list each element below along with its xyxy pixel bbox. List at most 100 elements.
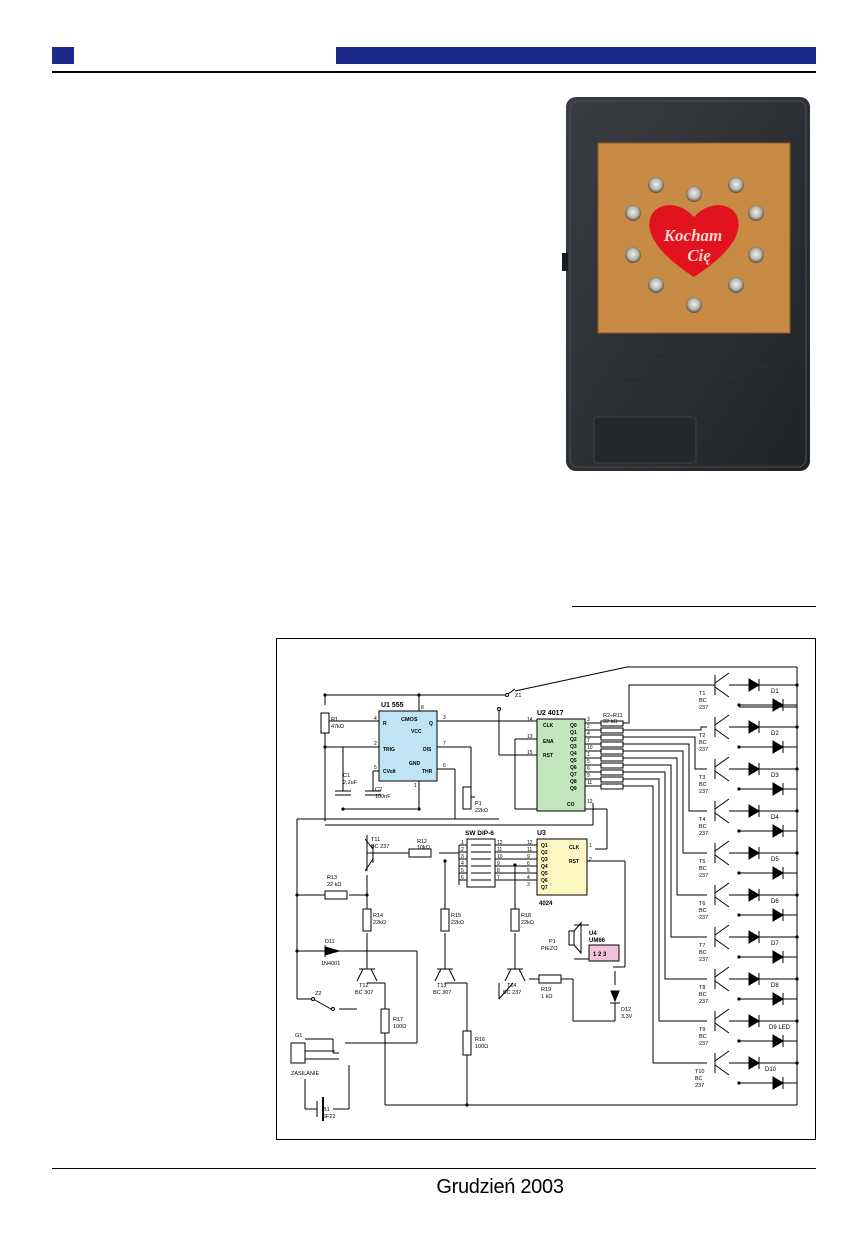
junction-dots — [295, 683, 799, 1107]
header-accent-bar — [336, 47, 816, 64]
svg-text:Q6: Q6 — [541, 878, 548, 884]
svg-text:T8: T8 — [699, 985, 705, 991]
svg-text:3,3V: 3,3V — [621, 1014, 633, 1020]
svg-text:DIS: DIS — [423, 747, 432, 753]
footer-rule — [52, 1168, 816, 1169]
svg-text:6: 6 — [461, 875, 464, 881]
footer-date: Grudzień 2003 — [436, 1176, 564, 1198]
svg-text:237: 237 — [699, 705, 708, 711]
svg-text:BC: BC — [699, 698, 707, 704]
svg-text:T2: T2 — [699, 733, 705, 739]
svg-text:BC: BC — [699, 1034, 707, 1040]
svg-text:5: 5 — [527, 868, 530, 874]
svg-text:11: 11 — [497, 847, 502, 853]
svg-text:BC 237: BC 237 — [503, 990, 521, 996]
svg-text:U3: U3 — [537, 830, 546, 837]
device-photo: Kocham Cię — [562, 97, 810, 471]
svg-text:12: 12 — [527, 840, 533, 846]
u3-chip: U3 4024 Q1 Q2 Q3 Q4 Q5 Q6 Q7 CLK RST — [536, 830, 588, 907]
svg-text:T11: T11 — [371, 837, 380, 843]
svg-text:22kΩ: 22kΩ — [521, 920, 534, 926]
svg-text:237: 237 — [699, 999, 708, 1005]
svg-text:T6: T6 — [699, 901, 705, 907]
svg-text:VCC: VCC — [411, 729, 422, 735]
svg-text:5: 5 — [587, 759, 590, 765]
svg-text:7: 7 — [587, 738, 590, 744]
svg-text:7: 7 — [443, 741, 446, 747]
svg-text:Q0: Q0 — [570, 723, 577, 729]
svg-text:RST: RST — [543, 753, 553, 759]
svg-text:13: 13 — [527, 734, 533, 740]
caption-rule — [572, 606, 816, 607]
svg-text:3: 3 — [461, 854, 464, 860]
led-ring — [625, 177, 764, 313]
svg-text:22 kΩ: 22 kΩ — [603, 719, 618, 725]
svg-text:D1: D1 — [771, 689, 779, 695]
svg-text:1: 1 — [461, 840, 464, 846]
svg-text:9: 9 — [587, 773, 590, 779]
svg-text:237: 237 — [699, 915, 708, 921]
svg-text:BC: BC — [695, 1076, 703, 1082]
svg-text:D3: D3 — [771, 773, 779, 779]
svg-text:R18: R18 — [521, 913, 531, 919]
svg-text:4: 4 — [587, 731, 590, 737]
svg-text:R17: R17 — [393, 1017, 403, 1023]
svg-text:47kΩ: 47kΩ — [331, 724, 344, 730]
svg-text:ZASILANIE: ZASILANIE — [291, 1071, 319, 1077]
svg-text:2,2uF: 2,2uF — [343, 780, 358, 786]
svg-text:100nF: 100nF — [375, 794, 391, 800]
svg-text:15: 15 — [527, 750, 533, 756]
svg-text:4: 4 — [374, 716, 377, 722]
svg-text:B1: B1 — [323, 1107, 330, 1113]
svg-text:4: 4 — [461, 861, 464, 867]
svg-text:BC: BC — [699, 782, 707, 788]
svg-text:BC: BC — [699, 992, 707, 998]
svg-text:10: 10 — [497, 854, 503, 860]
svg-text:ENA: ENA — [543, 739, 554, 745]
svg-text:T10: T10 — [695, 1069, 704, 1075]
heart-text-2: Cię — [687, 246, 711, 265]
svg-text:BC 307: BC 307 — [355, 990, 373, 996]
svg-text:Q4: Q4 — [541, 864, 548, 870]
dip-switch: SW DIP-6 — [459, 830, 537, 888]
svg-text:Q8: Q8 — [570, 779, 577, 785]
svg-text:T13: T13 — [437, 983, 446, 989]
svg-text:4024: 4024 — [539, 901, 553, 907]
svg-text:R13: R13 — [327, 875, 337, 881]
svg-text:100Ω: 100Ω — [475, 1044, 488, 1050]
svg-text:R: R — [383, 721, 387, 727]
svg-text:P1: P1 — [549, 939, 556, 945]
svg-text:C2: C2 — [375, 787, 382, 793]
svg-text:U4: U4 — [589, 931, 597, 937]
svg-text:P1: P1 — [475, 801, 482, 807]
svg-text:Q5: Q5 — [570, 758, 577, 764]
svg-text:2: 2 — [461, 847, 464, 853]
svg-text:237: 237 — [699, 747, 708, 753]
device-side-switch — [562, 253, 568, 271]
svg-text:CLK: CLK — [569, 845, 580, 851]
svg-text:U2 4017: U2 4017 — [537, 710, 564, 717]
svg-text:Z1: Z1 — [515, 693, 521, 699]
svg-text:Q2: Q2 — [541, 850, 548, 856]
header-accent-box — [52, 47, 74, 64]
svg-text:R12: R12 — [417, 839, 427, 845]
svg-text:RST: RST — [569, 859, 579, 865]
svg-text:BC: BC — [699, 950, 707, 956]
led-column — [729, 678, 797, 1090]
svg-text:1N4001: 1N4001 — [321, 961, 340, 967]
svg-text:T5: T5 — [699, 859, 705, 865]
svg-text:BC: BC — [699, 824, 707, 830]
svg-text:7: 7 — [497, 875, 500, 881]
svg-text:D11: D11 — [325, 939, 335, 945]
svg-text:T7: T7 — [699, 943, 705, 949]
svg-text:Q1: Q1 — [541, 843, 548, 849]
heart-text-1: Kocham — [663, 226, 723, 245]
svg-text:12: 12 — [497, 840, 503, 846]
svg-text:BC: BC — [699, 866, 707, 872]
u1-chip: U1 555 CMOS R TRIG CVolt VCC GND Q DIS T… — [378, 702, 438, 782]
svg-text:1: 1 — [414, 783, 417, 789]
schematic-frame: U1 555 CMOS R TRIG CVolt VCC GND Q DIS T… — [276, 638, 816, 1140]
svg-text:PIEZO: PIEZO — [541, 946, 558, 952]
svg-text:Q9: Q9 — [570, 786, 577, 792]
